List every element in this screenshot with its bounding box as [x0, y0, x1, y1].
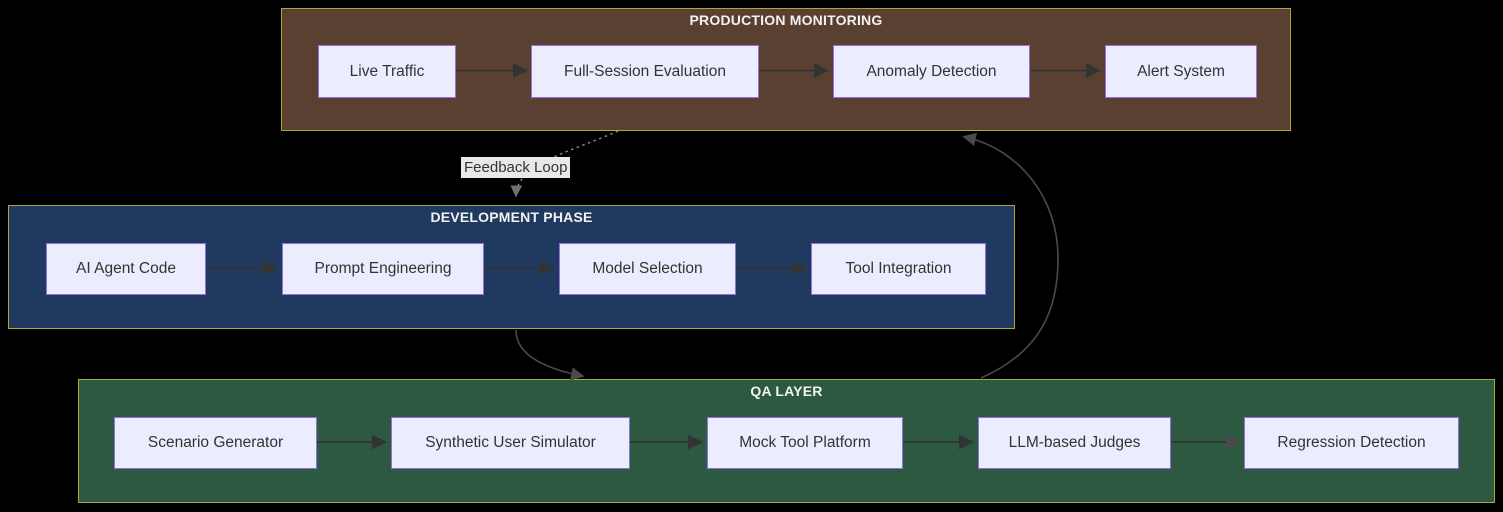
node-live-traffic: Live Traffic: [318, 45, 456, 98]
node-tool-integration-label: Tool Integration: [845, 260, 952, 277]
node-mock-tool-platform: Mock Tool Platform: [707, 417, 903, 469]
node-alert-system-label: Alert System: [1137, 62, 1225, 80]
node-tool-integration: Tool Integration: [811, 243, 986, 295]
node-ai-agent-code: AI Agent Code: [46, 243, 206, 295]
node-full-session-evaluation-label: Full-Session Evaluation: [564, 62, 726, 80]
node-synthetic-user-simulator-label: Synthetic User Simulator: [425, 434, 596, 451]
cluster-development-phase: DEVELOPMENT PHASE AI Agent Code Prompt E…: [8, 205, 1015, 329]
node-regression-detection-label: Regression Detection: [1277, 434, 1426, 451]
edge-label-feedback-loop: Feedback Loop: [461, 157, 571, 178]
node-model-selection-label: Model Selection: [592, 260, 703, 277]
edge-development-phase-to-qa-layer: [515, 329, 585, 381]
node-alert-system: Alert System: [1105, 45, 1257, 98]
node-live-traffic-label: Live Traffic: [349, 62, 425, 80]
node-synthetic-user-simulator: Synthetic User Simulator: [391, 417, 630, 469]
cluster-qa-layer-label: QA LAYER: [750, 383, 823, 399]
node-llm-based-judges-label: LLM-based Judges: [1008, 434, 1141, 451]
node-model-selection: Model Selection: [559, 243, 736, 295]
node-llm-based-judges: LLM-based Judges: [978, 417, 1171, 469]
cluster-qa-layer: QA LAYER Scenario Generator Synthetic Us…: [78, 379, 1495, 503]
node-ai-agent-code-label: AI Agent Code: [76, 260, 176, 277]
node-full-session-evaluation: Full-Session Evaluation: [531, 45, 759, 98]
node-prompt-engineering-label: Prompt Engineering: [314, 260, 452, 277]
cluster-production-monitoring-label: PRODUCTION MONITORING: [689, 12, 883, 28]
node-anomaly-detection-label: Anomaly Detection: [866, 62, 997, 80]
node-scenario-generator: Scenario Generator: [114, 417, 317, 469]
node-prompt-engineering: Prompt Engineering: [282, 243, 484, 295]
cluster-production-monitoring: PRODUCTION MONITORING Live Traffic Full-…: [281, 8, 1291, 131]
node-regression-detection: Regression Detection: [1244, 417, 1459, 469]
node-anomaly-detection: Anomaly Detection: [833, 45, 1030, 98]
cluster-development-phase-label: DEVELOPMENT PHASE: [430, 209, 593, 225]
node-mock-tool-platform-label: Mock Tool Platform: [739, 434, 871, 451]
node-scenario-generator-label: Scenario Generator: [147, 434, 284, 451]
